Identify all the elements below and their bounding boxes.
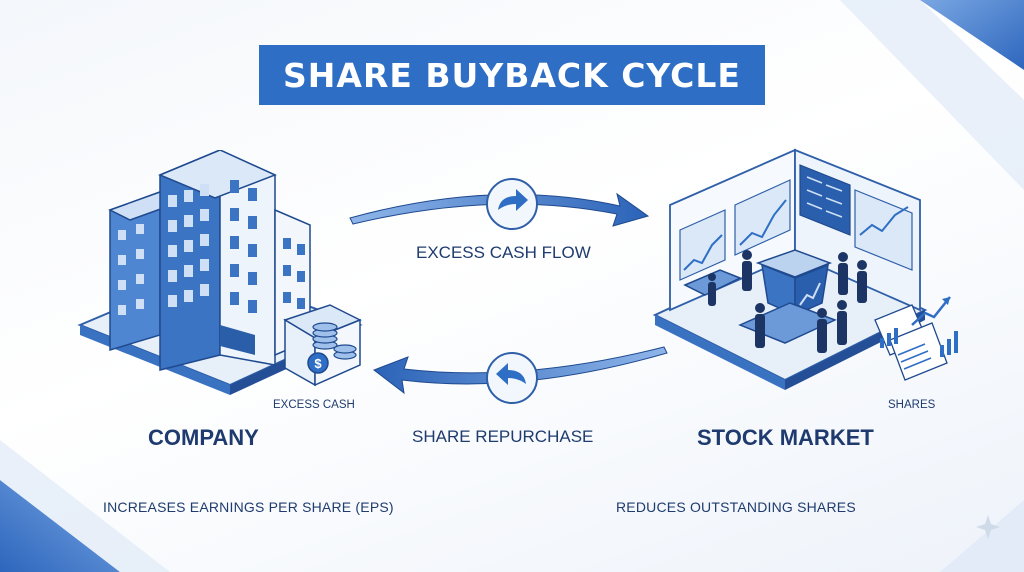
share-repurchase-label: SHARE REPURCHASE <box>412 427 594 446</box>
excess-cash-flow-arrow <box>349 192 650 227</box>
eps-effect-label: INCREASES EARNINGS PER SHARE (EPS) <box>103 499 394 515</box>
excess-cash-flow-label: EXCESS CASH FLOW <box>416 243 591 262</box>
title-banner: SHARE BUYBACK CYCLE <box>259 45 765 105</box>
share-repurchase-arrow <box>372 346 668 395</box>
company-label: COMPANY <box>148 425 259 450</box>
stock-market-illustration <box>652 148 958 390</box>
stock-market-label: STOCK MARKET <box>697 425 874 450</box>
dollar-icon: $ <box>314 356 322 371</box>
shares-label: SHARES <box>888 399 936 411</box>
excess-cash-label: EXCESS CASH <box>273 399 355 411</box>
page-title: SHARE BUYBACK CYCLE <box>283 55 741 95</box>
outstanding-shares-effect-label: REDUCES OUTSTANDING SHARES <box>616 499 856 515</box>
forward-arrow-icon <box>486 178 538 230</box>
return-arrow-icon <box>486 352 538 404</box>
company-building-illustration: $ <box>77 150 363 395</box>
